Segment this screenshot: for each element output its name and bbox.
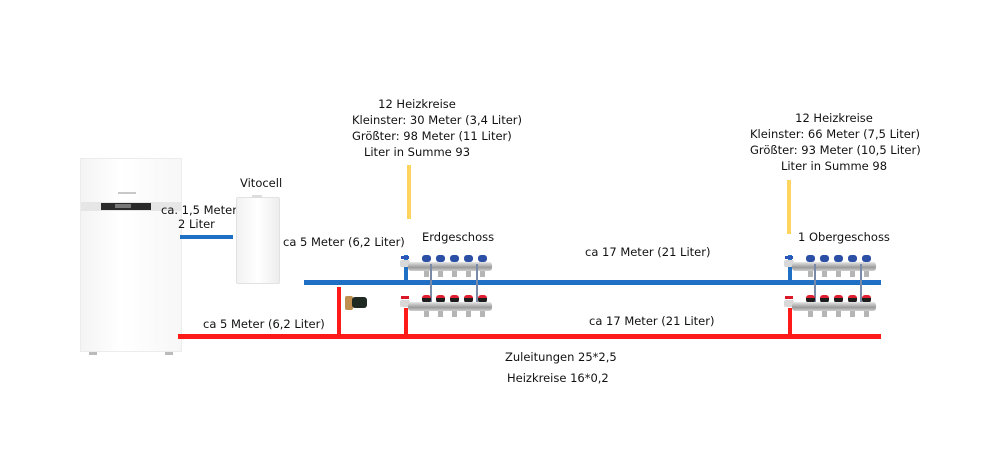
eg-info-total: Liter in Summe 93 — [363, 145, 471, 159]
og-info-smallest: Kleinster: 66 Meter (7,5 Liter) — [750, 127, 921, 141]
return-main-pipe — [178, 334, 881, 339]
supply-main-pipe — [304, 280, 881, 285]
og-info-circuits: 12 Heizkreise — [795, 111, 873, 125]
pipe-spec-circuits: Heizkreise 16*0,2 — [507, 371, 609, 385]
og-info-largest: Größter: 93 Meter (10,5 Liter) — [750, 143, 921, 157]
boiler-foot — [165, 352, 173, 355]
eg-floor-label: Erdgeschoss — [422, 230, 495, 244]
eg-og-return-label: ca 17 Meter (21 Liter) — [589, 314, 715, 328]
eg-info-circuits: 12 Heizkreise — [378, 97, 456, 111]
return-riser-og — [788, 308, 792, 337]
og-manifold — [784, 250, 880, 322]
supply-pipe-boiler-tank — [180, 235, 233, 239]
return-riser-eg — [404, 308, 408, 337]
boiler-logo — [118, 192, 136, 194]
og-pointer-line — [787, 180, 791, 234]
boiler-display — [101, 203, 151, 210]
eg-og-supply-label: ca 17 Meter (21 Liter) — [585, 245, 711, 259]
eg-info-smallest: Kleinster: 30 Meter (3,4 Liter) — [352, 113, 523, 127]
boiler-tank-volume-label: 2 Liter — [178, 217, 215, 231]
tank-label: Vitocell — [240, 176, 283, 190]
return-pump-branch — [337, 287, 341, 337]
vitocell-tank — [236, 195, 280, 284]
circulation-pump — [345, 296, 367, 310]
og-info-total: Liter in Summe 98 — [780, 159, 888, 173]
boiler-unit — [80, 158, 182, 355]
boiler-foot — [89, 352, 97, 355]
pipe-spec-supply: Zuleitungen 25*2,5 — [505, 350, 617, 364]
eg-info: 12 Heizkreise Kleinster: 30 Meter (3,4 L… — [352, 96, 523, 160]
boiler-tank-length-label: ca. 1,5 Meter — [161, 203, 237, 217]
boiler-eg-return-label: ca 5 Meter (6,2 Liter) — [203, 317, 325, 331]
og-info: 12 Heizkreise Kleinster: 66 Meter (7,5 L… — [750, 110, 921, 174]
eg-info-largest: Größter: 98 Meter (11 Liter) — [352, 129, 512, 143]
supply-riser-eg — [404, 255, 408, 283]
og-floor-label: 1 Obergeschoss — [798, 230, 890, 244]
eg-manifold — [400, 250, 496, 322]
supply-riser-og — [788, 255, 792, 283]
tank-eg-supply-label: ca 5 Meter (6,2 Liter) — [283, 235, 405, 249]
eg-pointer-line — [407, 165, 411, 219]
